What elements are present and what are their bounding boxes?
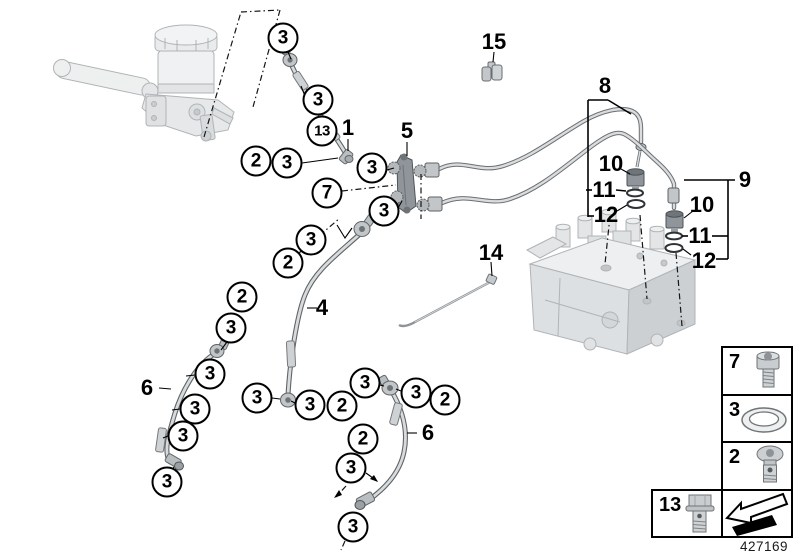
abs-modulator	[525, 208, 697, 355]
callout-circle-3[interactable]: 3	[179, 393, 211, 425]
callout-circle-3[interactable]: 3	[295, 224, 327, 256]
socket-head-screw-icon	[756, 351, 780, 388]
pipe-union-10b	[665, 210, 684, 232]
callout-label-5[interactable]: 5	[400, 118, 414, 143]
callout-circle-2[interactable]: 2	[272, 247, 304, 279]
callout-circle-3[interactable]: 3	[337, 511, 369, 543]
washer-11b	[665, 231, 683, 241]
callout-circle-3[interactable]: 3	[271, 147, 303, 179]
washer-11a	[626, 188, 644, 198]
callout-circle-3[interactable]: 3	[400, 377, 432, 409]
callout-label-14[interactable]: 14	[478, 240, 504, 265]
legend-box-13: 13	[651, 489, 723, 538]
legend-label: 3	[729, 398, 741, 421]
callout-circle-3[interactable]: 3	[151, 466, 183, 498]
callout-circle-3[interactable]: 3	[267, 22, 299, 54]
callout-circle-3[interactable]: 3	[368, 195, 400, 227]
legend-row-arrow[interactable]	[723, 488, 791, 537]
callout-label-9[interactable]: 9	[738, 167, 752, 192]
callout-circle-2[interactable]: 2	[429, 384, 461, 416]
legend-row-7: 7	[723, 348, 791, 394]
brake-pipe-8-lower	[416, 130, 680, 212]
bracket-lines	[586, 99, 735, 260]
banjo-bolt-icon	[685, 494, 715, 533]
brake-pipe-8-upper	[413, 106, 647, 178]
legend-label: 13	[659, 494, 682, 516]
callout-circle-2[interactable]: 2	[326, 390, 358, 422]
cable-tie-14	[398, 273, 498, 328]
callout-label-1[interactable]: 1	[341, 115, 355, 140]
clip-15	[481, 61, 503, 82]
legend-label: 2	[729, 446, 741, 468]
callout-label-6[interactable]: 6	[421, 420, 435, 445]
callout-label-12[interactable]: 12	[691, 248, 717, 273]
callout-circle-3[interactable]: 3	[241, 382, 273, 414]
legend-box: 7 3 2	[721, 346, 793, 538]
callout-label-10[interactable]: 10	[689, 192, 715, 217]
callout-label-4[interactable]: 4	[315, 295, 329, 320]
legend-row-3: 3	[723, 393, 791, 442]
callout-circle-3[interactable]: 3	[194, 358, 226, 390]
callout-circle-13[interactable]: 13	[306, 115, 338, 147]
callout-circle-2[interactable]: 2	[347, 423, 379, 455]
callout-label-11[interactable]: 11	[688, 223, 712, 248]
callout-label-8[interactable]: 8	[598, 73, 612, 98]
diagram-number: 427169	[739, 539, 789, 554]
callout-circle-3[interactable]: 3	[349, 367, 381, 399]
callout-circle-7[interactable]: 7	[311, 177, 343, 209]
callout-circle-3[interactable]: 3	[215, 312, 247, 344]
callout-label-15[interactable]: 15	[481, 29, 507, 54]
o-ring-12b	[664, 243, 684, 253]
brake-hose-6-right	[354, 374, 409, 510]
callout-label-10[interactable]: 10	[598, 151, 624, 176]
callout-circle-3[interactable]: 3	[335, 452, 367, 484]
callout-circle-3[interactable]: 3	[167, 420, 199, 452]
callout-circle-2[interactable]: 2	[226, 281, 258, 313]
legend-row-2: 2	[723, 441, 791, 489]
o-ring-12a	[626, 199, 646, 209]
callout-label-6[interactable]: 6	[140, 375, 154, 400]
sealing-washer-icon	[741, 406, 787, 433]
callout-circle-3[interactable]: 3	[294, 389, 326, 421]
legend-label: 7	[729, 351, 741, 373]
banjo-screw-icon	[756, 445, 784, 483]
pipe-union-10a	[626, 168, 645, 190]
continuation-arrow-icon	[725, 492, 789, 536]
callout-circle-2[interactable]: 2	[240, 145, 272, 177]
junction-bracket-5	[387, 153, 417, 214]
callout-circle-3[interactable]: 3	[356, 152, 388, 184]
callout-label-12[interactable]: 12	[593, 202, 619, 227]
brake-master-cylinder	[53, 24, 235, 142]
callout-label-11[interactable]: 11	[592, 177, 616, 202]
callout-circle-3[interactable]: 3	[302, 84, 334, 116]
